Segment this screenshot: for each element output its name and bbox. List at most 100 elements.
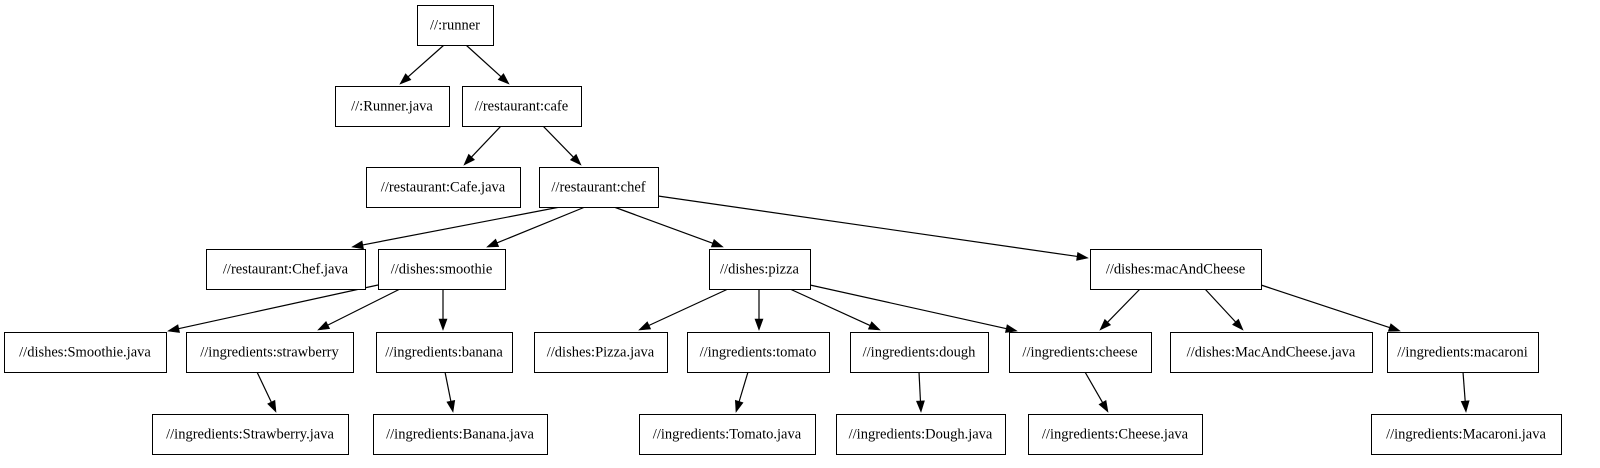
edge-line [325, 288, 401, 327]
node-box[interactable] [335, 86, 450, 127]
node-label: //ingredients:Banana.java [386, 426, 534, 442]
edge-arrowhead [1387, 323, 1401, 332]
nodes-layer: //:runner //:Runner.java //restaurant:cafe… [4, 5, 1562, 455]
edge-ing_cheese-to-cheese_java [1084, 371, 1109, 413]
edge-line [444, 371, 452, 404]
node-chef_java[interactable]: //restaurant:Chef.java [206, 249, 366, 290]
node-macandcheese_java[interactable]: //dishes:MacAndCheese.java [1170, 332, 1373, 373]
node-box[interactable] [850, 332, 989, 373]
node-box[interactable] [687, 332, 830, 373]
node-label: //ingredients:Dough.java [849, 426, 993, 442]
node-tomato_java[interactable]: //ingredients:Tomato.java [639, 414, 816, 455]
node-box[interactable] [1009, 332, 1152, 373]
node-box[interactable] [836, 414, 1006, 455]
edge-line [646, 288, 729, 327]
node-restaurant_cafe[interactable]: //restaurant:cafe [462, 86, 582, 127]
edge-restaurant_chef-to-chef_java [351, 206, 561, 250]
node-dishes_pizza[interactable]: //dishes:pizza [709, 249, 811, 290]
node-ing_macaroni[interactable]: //ingredients:macaroni [1387, 332, 1539, 373]
node-label: //dishes:macAndCheese [1106, 261, 1245, 277]
node-restaurant_chef[interactable]: //restaurant:chef [539, 167, 659, 208]
node-dishes_smoothie[interactable]: //dishes:smoothie [378, 249, 506, 290]
node-label: //dishes:Pizza.java [547, 344, 655, 360]
edge-line [657, 195, 1080, 258]
node-box[interactable] [462, 86, 582, 127]
node-label: //restaurant:Cafe.java [381, 179, 506, 195]
node-ing_cheese[interactable]: //ingredients:cheese [1009, 332, 1152, 373]
node-box[interactable] [206, 249, 366, 290]
node-runner_java[interactable]: //:Runner.java [335, 86, 450, 127]
edge-restaurant_chef-to-dishes_pizza [613, 206, 724, 248]
node-ing_banana[interactable]: //ingredients:banana [376, 332, 513, 373]
node-dishes_macandch[interactable]: //dishes:macAndCheese [1090, 249, 1262, 290]
node-label: //ingredients:banana [385, 344, 503, 360]
edge-arrowhead [267, 399, 277, 413]
edges-layer [167, 44, 1470, 413]
edge-restaurant_cafe-to-restaurant_chef [542, 125, 582, 166]
node-box[interactable] [186, 332, 354, 373]
node-box[interactable] [378, 249, 506, 290]
node-box[interactable] [639, 414, 816, 455]
node-cheese_java[interactable]: //ingredients:Cheese.java [1028, 414, 1203, 455]
node-ing_strawberry[interactable]: //ingredients:strawberry [186, 332, 354, 373]
edge-arrowhead [916, 400, 925, 413]
node-box[interactable] [417, 5, 494, 46]
node-label: //ingredients:Macaroni.java [1386, 426, 1546, 442]
node-macaroni_java[interactable]: //ingredients:Macaroni.java [1371, 414, 1562, 455]
node-ing_dough[interactable]: //ingredients:dough [850, 332, 989, 373]
node-dough_java[interactable]: //ingredients:Dough.java [836, 414, 1006, 455]
edge-line [406, 44, 445, 79]
node-box[interactable] [1371, 414, 1562, 455]
edge-ing_macaroni-to-macaroni_java [1460, 371, 1470, 413]
node-box[interactable] [376, 332, 513, 373]
node-label: //ingredients:tomato [700, 344, 817, 360]
node-box[interactable] [539, 167, 659, 208]
node-box[interactable] [373, 414, 548, 455]
node-box[interactable] [366, 167, 521, 208]
edge-arrowhead [1005, 324, 1018, 333]
node-ing_tomato[interactable]: //ingredients:tomato [687, 332, 830, 373]
node-box[interactable] [1028, 414, 1203, 455]
edge-dishes_macandch-to-macandcheese_java [1204, 288, 1244, 331]
node-box[interactable] [709, 249, 811, 290]
node-box[interactable] [4, 332, 167, 373]
node-box[interactable] [1170, 332, 1373, 373]
edge-line [1462, 371, 1466, 404]
edge-line [1084, 371, 1105, 405]
edge-line [1260, 284, 1392, 329]
node-label: //restaurant:cafe [475, 98, 568, 114]
edge-arrowhead [167, 324, 180, 333]
edge-runner-to-runner_java [399, 44, 445, 85]
edge-dishes_pizza-to-ing_cheese [809, 284, 1018, 333]
edge-dishes_smoothie-to-ing_banana [438, 289, 448, 331]
edge-dishes_pizza-to-ing_dough [789, 288, 881, 331]
node-pizza_java[interactable]: //dishes:Pizza.java [534, 332, 668, 373]
node-label: //ingredients:dough [863, 344, 977, 360]
edge-dishes_pizza-to-pizza_java [638, 288, 729, 331]
node-cafe_java[interactable]: //restaurant:Cafe.java [366, 167, 521, 208]
node-strawberry_java[interactable]: //ingredients:Strawberry.java [152, 414, 349, 455]
edge-restaurant_chef-to-dishes_macandch [657, 195, 1089, 261]
node-runner[interactable]: //:runner [417, 5, 494, 46]
edge-line [469, 125, 502, 159]
edge-arrowhead [1099, 318, 1112, 331]
edge-arrowhead [710, 238, 724, 248]
edge-arrowhead [1460, 400, 1470, 413]
node-box[interactable] [534, 332, 668, 373]
node-label: //ingredients:Tomato.java [653, 426, 802, 442]
node-banana_java[interactable]: //ingredients:Banana.java [373, 414, 548, 455]
node-label: //dishes:pizza [720, 261, 799, 277]
node-box[interactable] [152, 414, 349, 455]
node-label: //restaurant:chef [551, 179, 645, 195]
node-smoothie_java[interactable]: //dishes:Smoothie.java [4, 332, 167, 373]
node-box[interactable] [1387, 332, 1539, 373]
edge-line [738, 371, 749, 404]
edge-line [789, 288, 873, 327]
edge-line [918, 371, 922, 404]
edge-arrowhead [1076, 252, 1089, 261]
edge-dishes_macandch-to-ing_macaroni [1260, 284, 1401, 332]
node-box[interactable] [1090, 249, 1262, 290]
edge-restaurant_chef-to-dishes_smoothie [486, 206, 586, 248]
